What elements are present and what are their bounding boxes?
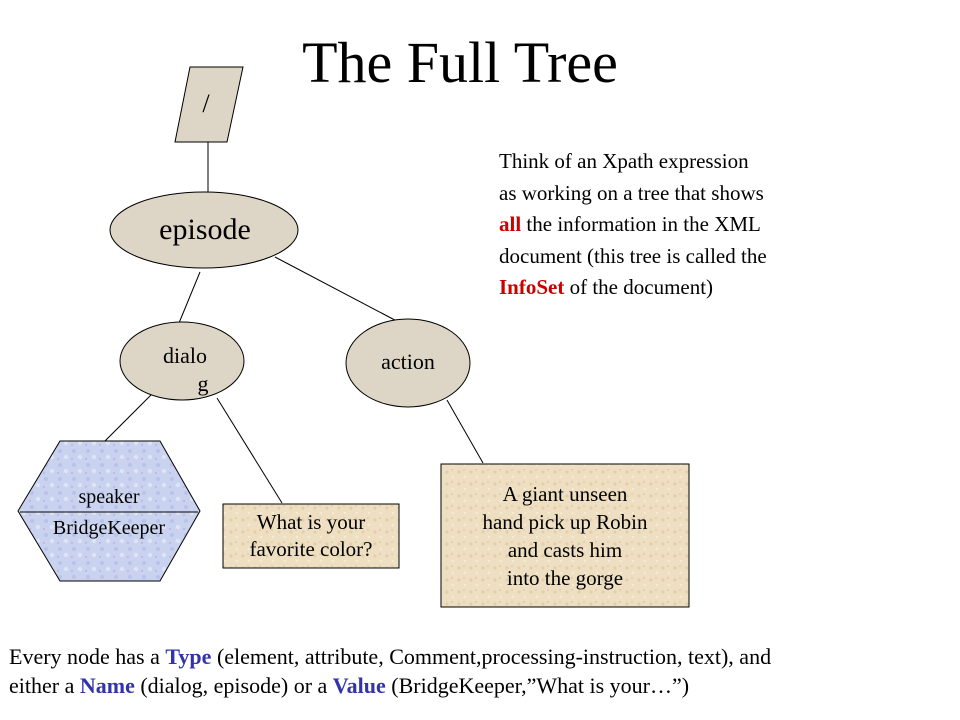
dialog-text-label: What is your favorite color? <box>223 509 399 563</box>
dialog-node <box>119 321 245 401</box>
action-text-line: hand pick up Robin <box>482 510 648 534</box>
note-line: as working on a tree that shows <box>499 180 764 205</box>
root-node <box>174 66 244 143</box>
slide-title: The Full Tree <box>302 30 618 95</box>
edge-episode-action <box>274 256 411 329</box>
action-text-node <box>440 463 690 608</box>
edge-episode-dialog <box>178 271 201 324</box>
edge-action-text <box>446 399 484 464</box>
keyword-value: Value <box>332 673 386 698</box>
note-line: Think of an Xpath expression <box>499 149 749 173</box>
attribute-node <box>17 440 201 582</box>
episode-node-label: episode <box>159 213 251 246</box>
note-line: InfoSet of the document) <box>499 272 849 304</box>
note-line: all the information in the XML <box>499 209 849 241</box>
dialog-label-line1: dialo <box>163 343 207 368</box>
note-highlight-infoset: InfoSet <box>499 275 565 299</box>
dialog-text-line: favorite color? <box>249 537 373 561</box>
keyword-type: Type <box>165 644 212 669</box>
infoset-note: Think of an Xpath expression as working … <box>499 146 849 304</box>
footer-line-2: either a Name (dialog, episode) or a Val… <box>9 671 954 700</box>
footer-segment: (dialog, episode) or a <box>134 673 333 698</box>
edge-dialog-text <box>216 397 283 504</box>
action-node <box>345 318 471 408</box>
note-line-rest: the information in the XML <box>521 212 761 236</box>
attribute-name-label: speaker <box>78 486 140 508</box>
root-node-label: / <box>202 89 210 118</box>
action-node-label: action <box>381 349 435 374</box>
footer-segment: (BridgeKeeper,”What is your…”) <box>385 673 690 698</box>
dialog-label-line2: g <box>197 371 209 396</box>
action-text-line: A giant unseen <box>502 482 628 506</box>
dialog-text-line: What is your <box>256 510 366 534</box>
dialog-node-label: dialo g <box>140 342 230 398</box>
keyword-name: Name <box>79 673 135 698</box>
dialog-text-node <box>222 503 400 569</box>
edge-dialog-attribute <box>104 393 153 442</box>
footer-text: Every node has a Type (element, attribut… <box>9 642 954 700</box>
action-text-line: into the gorge <box>506 566 624 590</box>
note-line-rest: of the document) <box>564 275 714 299</box>
note-line: document (this tree is called the <box>499 243 767 268</box>
action-text-label: A giant unseen hand pick up Robin and ca… <box>441 480 689 592</box>
episode-node <box>109 191 299 269</box>
footer-line-1: Every node has a Type (element, attribut… <box>9 642 954 671</box>
action-text-line: and casts him <box>507 538 623 562</box>
footer-segment: (element, attribute, Comment,processing-… <box>211 644 772 669</box>
footer-segment: Every node has a <box>9 644 166 669</box>
note-highlight-all: all <box>499 212 522 236</box>
attribute-value-label: BridgeKeeper <box>52 517 166 539</box>
footer-segment: either a <box>9 673 80 698</box>
